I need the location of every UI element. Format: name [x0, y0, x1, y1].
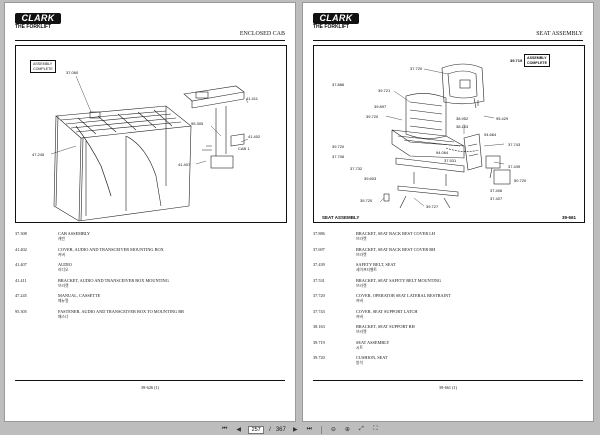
figure-number: 39-661: [561, 215, 576, 220]
cab-diagram: ASSEMBLY COMPLETE 37.060 47.245 41.411 9…: [15, 45, 287, 223]
callout: 41.402: [248, 134, 261, 139]
callout: 50.720: [514, 178, 527, 183]
callout: 37.406: [490, 188, 503, 193]
page-title: SEAT ASSEMBLY: [536, 31, 583, 37]
callout: 39.720: [360, 198, 373, 203]
callout: 39.603: [364, 176, 377, 181]
callout: 95.429: [496, 116, 509, 121]
last-page-icon[interactable]: ⏭: [306, 426, 313, 432]
figure-caption: SEAT ASSEMBLY: [322, 215, 360, 220]
page-number-input[interactable]: [248, 425, 265, 434]
callout: 37.743: [508, 142, 521, 147]
zoom-in-icon[interactable]: ⊕: [344, 427, 350, 433]
callout: 47.245: [32, 152, 45, 157]
header-rule: [15, 40, 285, 41]
viewer-toolbar: ⏮ ◀ / 367 ▶ ⏭ ⊖ ⊕ ⤢ ⛶: [0, 424, 600, 435]
callout: 37.407: [490, 196, 503, 201]
callout: 41.411: [246, 96, 258, 101]
callout: 37.439: [508, 164, 521, 169]
left-page: CLARK THE FORKLIFT ENCLOSED CAB: [4, 2, 296, 422]
callout: 37.531: [444, 158, 457, 163]
callout: 37.732: [350, 166, 363, 171]
footer-rule: [15, 380, 285, 381]
callout: 39.897: [374, 104, 387, 109]
callout: 38.163: [456, 124, 469, 129]
callout: 39.721: [378, 88, 391, 93]
clark-logo: CLARK THE FORKLIFT: [313, 13, 359, 31]
page-title: ENCLOSED CAB: [239, 31, 285, 37]
right-page: CLARK THE FORKLIFT SEAT ASSEMBLY: [302, 2, 594, 422]
callout: 39.720: [332, 144, 345, 149]
callout: 37.060: [66, 70, 79, 75]
callout: 39.727: [426, 204, 439, 209]
callout: 39.719: [510, 58, 523, 63]
callout: 41.407: [178, 162, 191, 167]
previous-page-icon[interactable]: ◀: [236, 427, 241, 433]
callout: 94.664: [484, 132, 497, 137]
callout: 39.720: [366, 114, 379, 119]
assembly-box: ASSEMBLY COMPLETE: [30, 60, 56, 73]
callout: CAB 1: [238, 146, 250, 151]
seat-drawing: [379, 63, 511, 209]
toolbar-divider: [320, 425, 322, 434]
header-rule: [313, 40, 583, 41]
page-separator: /: [269, 426, 271, 433]
clark-logo: CLARK THE FORKLIFT: [15, 13, 61, 31]
page-footer: 39-661 (1): [438, 385, 458, 390]
fullscreen-icon[interactable]: ⛶: [373, 426, 378, 432]
seat-diagram: ASSEMBLY COMPLETE 39.719 37.720 39.721 3…: [313, 45, 585, 223]
callout: 38.952: [456, 116, 469, 121]
cab-drawing: [50, 75, 249, 222]
total-pages: 367: [275, 426, 286, 433]
callout: 37.720: [410, 66, 423, 71]
next-page-icon[interactable]: ▶: [293, 427, 298, 433]
callout: 37.706: [332, 154, 345, 159]
first-page-icon[interactable]: ⏮: [221, 426, 228, 432]
callout: 94.064: [436, 150, 449, 155]
footer-rule: [313, 380, 583, 381]
zoom-out-icon[interactable]: ⊖: [330, 427, 336, 433]
page-footer: 39-626 (1): [140, 385, 160, 390]
callout: 95.305: [191, 121, 204, 126]
callout: 37.886: [332, 82, 345, 87]
assembly-box: ASSEMBLY COMPLETE: [524, 54, 550, 67]
fit-page-icon[interactable]: ⤢: [358, 426, 364, 432]
